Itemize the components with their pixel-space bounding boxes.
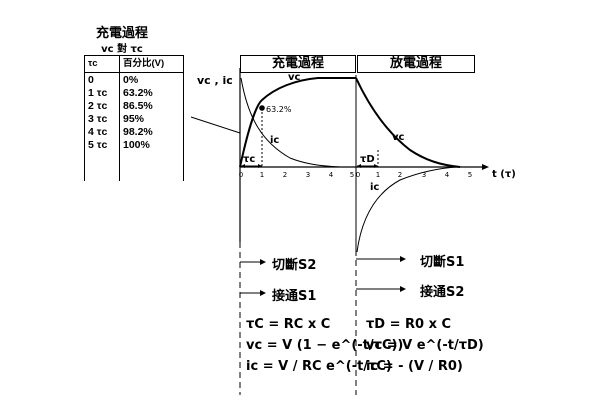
header-percent: 百分比(V) [119, 55, 184, 73]
tau-c-label: τc [243, 154, 255, 165]
charge-tick-3: 3 [306, 171, 310, 179]
cell-percent: 0% 63.2% 86.5% 95% 98.2% 100% [119, 72, 184, 181]
charge-percentage-table: τc 百分比(V) 0 1 τc 2 τc 3 τc 4 τc 5 τc 0% … [84, 55, 184, 181]
discharge-vc-curve [355, 77, 461, 168]
discharge-tick-4: 4 [445, 171, 450, 179]
discharge-formula-tau: τD = R0 x C [366, 317, 452, 332]
discharge-ic-curve [356, 166, 459, 253]
charge-tick-1: 1 [260, 171, 264, 179]
charge-event-connect-s1: 接通S1 [272, 289, 317, 304]
y-axis-label: vc , ic [197, 74, 233, 87]
x-axis-arrow [482, 164, 489, 170]
charge-formulas: τC = RC x C vc = V (1 − e^(-t/τC)) ic = … [246, 314, 403, 377]
charge-vc-curve [239, 77, 356, 168]
charge-vc-label: vc [288, 72, 301, 83]
table-header-row: τc 百分比(V) [84, 55, 184, 73]
marker-63-label: 63.2% [266, 105, 292, 114]
charge-formula-ic: ic = V / RC e^(-t/τC) [246, 359, 392, 374]
discharge-event-cut-s1: 切斷S1 [420, 255, 465, 270]
discharge-tick-0: 0 [356, 171, 360, 179]
discharge-phase-header: 放電過程 [357, 55, 475, 73]
charge-ic-label: ic [270, 135, 279, 146]
discharge-tick-labels: 0 1 2 3 4 5 [356, 171, 472, 179]
table-connector-line [190, 116, 241, 134]
discharge-formula-vc: vc = V e^(-t/τD) [366, 338, 484, 353]
discharge-ic-label: ic [370, 182, 379, 193]
x-axis-label: t (τ) [492, 169, 516, 180]
charge-tick-2: 2 [283, 171, 287, 179]
table-subtitle: vc 對 τc [101, 44, 143, 55]
charge-phase-header: 充電過程 [240, 55, 356, 73]
charge-tick-0: 0 [239, 171, 243, 179]
charge-ic-curve [240, 77, 341, 168]
table-row: 0 1 τc 2 τc 3 τc 4 τc 5 τc 0% 63.2% 86.5… [84, 72, 184, 181]
discharge-tick-1: 1 [376, 171, 380, 179]
discharge-event-connect-s2: 接通S2 [420, 285, 465, 300]
cell-time: 0 1 τc 2 τc 3 τc 4 τc 5 τc [84, 72, 120, 181]
discharge-formula-ic: ic = - (V / R0) [366, 359, 463, 374]
discharge-vc-label: vc [392, 132, 405, 143]
table-title: 充電過程 [95, 26, 148, 41]
charge-tick-4: 4 [329, 171, 334, 179]
discharge-tick-2: 2 [398, 171, 402, 179]
charge-formula-tau: τC = RC x C [246, 317, 331, 332]
tau-d-label: τD [360, 154, 375, 165]
discharge-tick-3: 3 [422, 171, 426, 179]
discharge-formulas: τD = R0 x C vc = V e^(-t/τD) ic = - (V /… [366, 314, 484, 377]
charge-event-cut-s2: 切斷S2 [272, 258, 317, 273]
charge-formula-vc: vc = V (1 − e^(-t/τC)) [246, 338, 404, 353]
discharge-tick-5: 5 [468, 171, 472, 179]
charge-tick-5: 5 [350, 171, 354, 179]
charge-tick-labels: 0 1 2 3 4 5 [239, 171, 354, 179]
